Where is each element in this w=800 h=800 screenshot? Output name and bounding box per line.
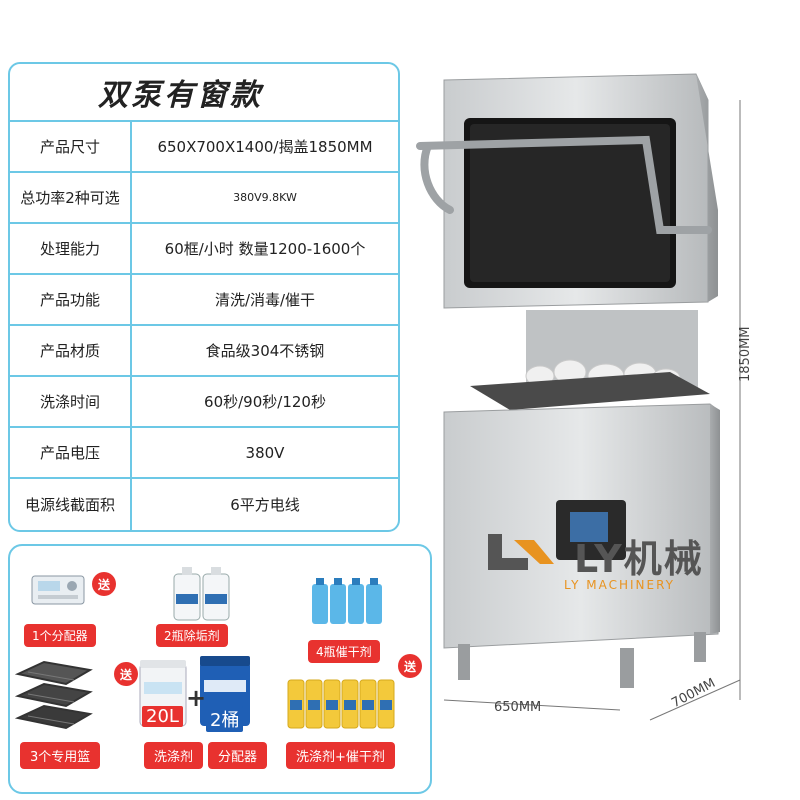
spec-label: 产品电压 (10, 428, 132, 477)
gift-badge: 送 (92, 572, 116, 596)
height-dimension: 1850MM (738, 326, 753, 382)
spec-row-material: 产品材质 食品级304不锈钢 (10, 326, 398, 377)
distributor2-tag: 分配器 (208, 742, 268, 769)
drum-count-label: 2桶 (206, 706, 244, 732)
logo-text: LY机械 (574, 537, 704, 581)
brand-logo: LY机械 LY MACHINERY (484, 528, 744, 598)
spec-table: 双泵有窗款 产品尺寸 650X700X1400/揭盖1850MM 总功率2种可选… (8, 62, 400, 532)
spec-value: 380V9.8KW (233, 191, 297, 204)
rinse-bottles-icon (286, 670, 398, 734)
spec-value: 650X700X1400/揭盖1850MM (157, 138, 373, 156)
brand-mark-icon (488, 534, 554, 570)
spec-value: 6平方电线 (230, 496, 300, 514)
gift-panel: 送 1个分配器 2瓶除垢剂 4瓶催干剂 (8, 544, 432, 794)
spec-row-voltage: 产品电压 380V (10, 428, 398, 479)
spec-title: 双泵有窗款 (10, 64, 398, 122)
gift-badge: 送 (398, 654, 422, 678)
dish-racks-icon (14, 656, 94, 740)
logo-subtext: LY MACHINERY (564, 578, 675, 592)
drum-volume-label: 20L (142, 706, 183, 727)
spec-row-size: 产品尺寸 650X700X1400/揭盖1850MM (10, 122, 398, 173)
rinse-tag: 洗涤剂+催干剂 (286, 742, 395, 769)
spec-row-capacity: 处理能力 60框/小时 数量1200-1600个 (10, 224, 398, 275)
spec-value: 380V (245, 443, 285, 462)
plus-sign: + (186, 684, 207, 712)
detergent-tag: 洗涤剂 (144, 742, 204, 769)
spec-row-cable: 电源线截面积 6平方电线 (10, 479, 398, 530)
distributor-icon (30, 572, 86, 612)
spec-label: 产品材质 (10, 326, 132, 375)
spec-row-function: 产品功能 清洗/消毒/催干 (10, 275, 398, 326)
spec-value: 清洗/消毒/催干 (214, 291, 316, 309)
distributor-tag: 1个分配器 (24, 624, 96, 647)
spec-value: 60框/小时 数量1200-1600个 (164, 240, 366, 258)
racks-tag: 3个专用篮 (20, 742, 101, 769)
spec-label: 产品尺寸 (10, 122, 132, 171)
gift-badge: 送 (114, 662, 138, 686)
spec-row-power: 总功率2种可选 380V9.8KW (10, 173, 398, 224)
spec-value: 60秒/90秒/120秒 (204, 393, 326, 411)
drying-agent-tag: 4瓶催干剂 (308, 640, 380, 663)
spec-label: 洗涤时间 (10, 377, 132, 426)
spec-label: 处理能力 (10, 224, 132, 273)
spec-value: 食品级304不锈钢 (205, 342, 325, 360)
spec-label: 产品功能 (10, 275, 132, 324)
dishwasher-icon (416, 73, 741, 721)
descaler-bottles-icon (170, 564, 234, 626)
spec-label: 电源线截面积 (10, 479, 132, 530)
descaler-tag: 2瓶除垢剂 (156, 624, 228, 647)
dishwasher-illustration (410, 60, 800, 750)
spec-row-wash-time: 洗涤时间 60秒/90秒/120秒 (10, 377, 398, 428)
spec-label: 总功率2种可选 (10, 173, 132, 222)
width-dimension: 650MM (494, 700, 542, 715)
drying-agent-bottles-icon (310, 576, 386, 630)
